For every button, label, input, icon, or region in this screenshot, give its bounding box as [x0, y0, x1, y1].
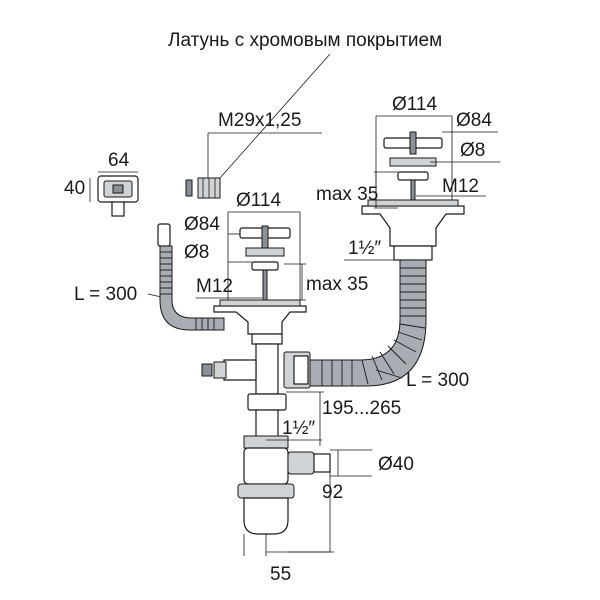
left-screw: M12	[196, 276, 233, 297]
right-small-diameter: Ø8	[460, 140, 485, 161]
overflow-grille	[97, 175, 139, 217]
siphon-width: 55	[270, 564, 291, 585]
left-small-diameter: Ø8	[184, 242, 209, 263]
thread-label: M29x1,25	[218, 110, 301, 131]
left-max-height: max 35	[306, 274, 368, 295]
right-outer-diameter: Ø114	[392, 94, 438, 115]
tee-fitting	[201, 333, 311, 395]
overflow-height-label: 40	[64, 178, 85, 199]
material-leader	[219, 53, 331, 179]
adjust-range: 195...265	[322, 398, 401, 419]
right-max-height: max 35	[316, 184, 378, 205]
right-inner-diameter: Ø84	[456, 110, 492, 131]
right-screw: M12	[442, 176, 479, 197]
outlet-diameter: Ø40	[378, 454, 414, 475]
siphon-height: 92	[322, 482, 343, 503]
bottle-trap	[237, 435, 331, 535]
connector-hose-length: L = 300	[406, 370, 469, 391]
right-outlet-size: 1½″	[348, 238, 381, 259]
material-note: Латунь с хромовым покрытием	[168, 30, 442, 51]
adjustable-tube	[247, 393, 287, 439]
overflow-hose-length: L = 300	[74, 284, 137, 305]
left-inner-diameter: Ø84	[184, 214, 220, 235]
connector-hose	[309, 259, 427, 387]
right-strainer	[361, 131, 465, 261]
threaded-nut	[185, 177, 221, 199]
siphon-outlet-size: 1½″	[282, 418, 315, 439]
overflow-hose	[157, 223, 225, 331]
overflow-width-label: 64	[108, 150, 130, 171]
left-outer-diameter: Ø114	[236, 190, 282, 211]
